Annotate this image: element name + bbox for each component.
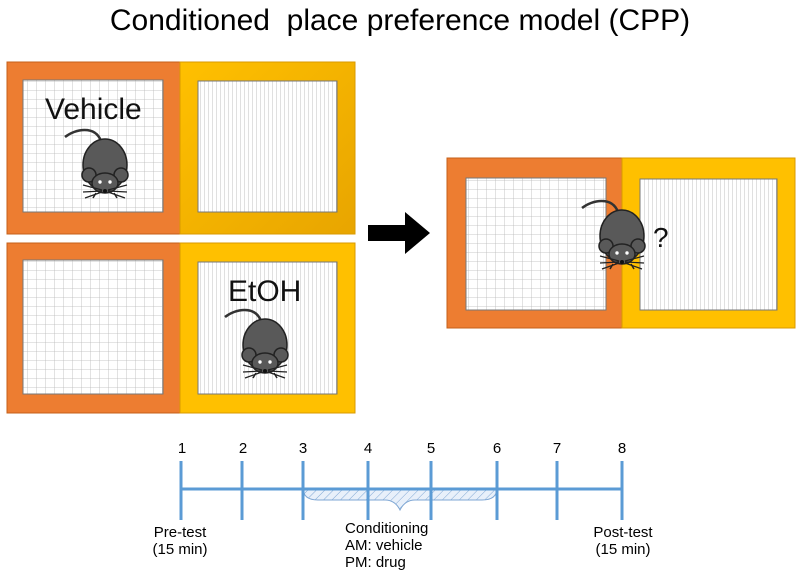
right-arrow [368, 212, 430, 254]
grid-floor-bottom [22, 259, 164, 395]
post-test-title: Post-test [593, 524, 653, 541]
conditioning-pm: PM: drug [345, 554, 406, 571]
pair-bottom [6, 242, 356, 414]
vline-floor-top [197, 80, 338, 213]
timeline-point-8: 8 [617, 440, 627, 457]
timeline-point-1: 1 [177, 440, 187, 457]
mouse-icon [224, 308, 289, 379]
post-test-duration: (15 min) [595, 541, 651, 558]
mouse-icon [581, 199, 646, 270]
diagram-title: Conditioned place preference model (CPP) [109, 4, 691, 37]
timeline [179, 461, 624, 520]
timeline-point-2: 2 [238, 440, 248, 457]
timeline-ticks [179, 461, 624, 520]
timeline-point-4: 4 [363, 440, 373, 457]
timeline-point-3: 3 [298, 440, 308, 457]
etoh-label: EtOH [228, 275, 302, 308]
pre-test-duration: (15 min) [152, 541, 208, 558]
post-test-label: Post-test (15 min) [578, 524, 668, 558]
pair-top [6, 61, 356, 235]
mouse-icon [64, 128, 129, 199]
timeline-point-6: 6 [492, 440, 502, 457]
question-mark: ? [653, 222, 669, 253]
grid-floor-test [465, 177, 607, 311]
conditioning-am: AM: vehicle [345, 537, 423, 554]
timeline-point-5: 5 [426, 440, 436, 457]
conditioning-brace [302, 487, 498, 512]
conditioning-label: Conditioning AM: vehicle PM: drug [345, 520, 455, 571]
conditioning-title: Conditioning [345, 520, 429, 537]
pre-test-title: Pre-test [153, 524, 207, 541]
vline-floor-test [639, 178, 778, 311]
pre-test-label: Pre-test (15 min) [140, 524, 220, 558]
vehicle-label: Vehicle [45, 93, 142, 126]
pair-test [446, 157, 796, 329]
timeline-point-7: 7 [552, 440, 562, 457]
